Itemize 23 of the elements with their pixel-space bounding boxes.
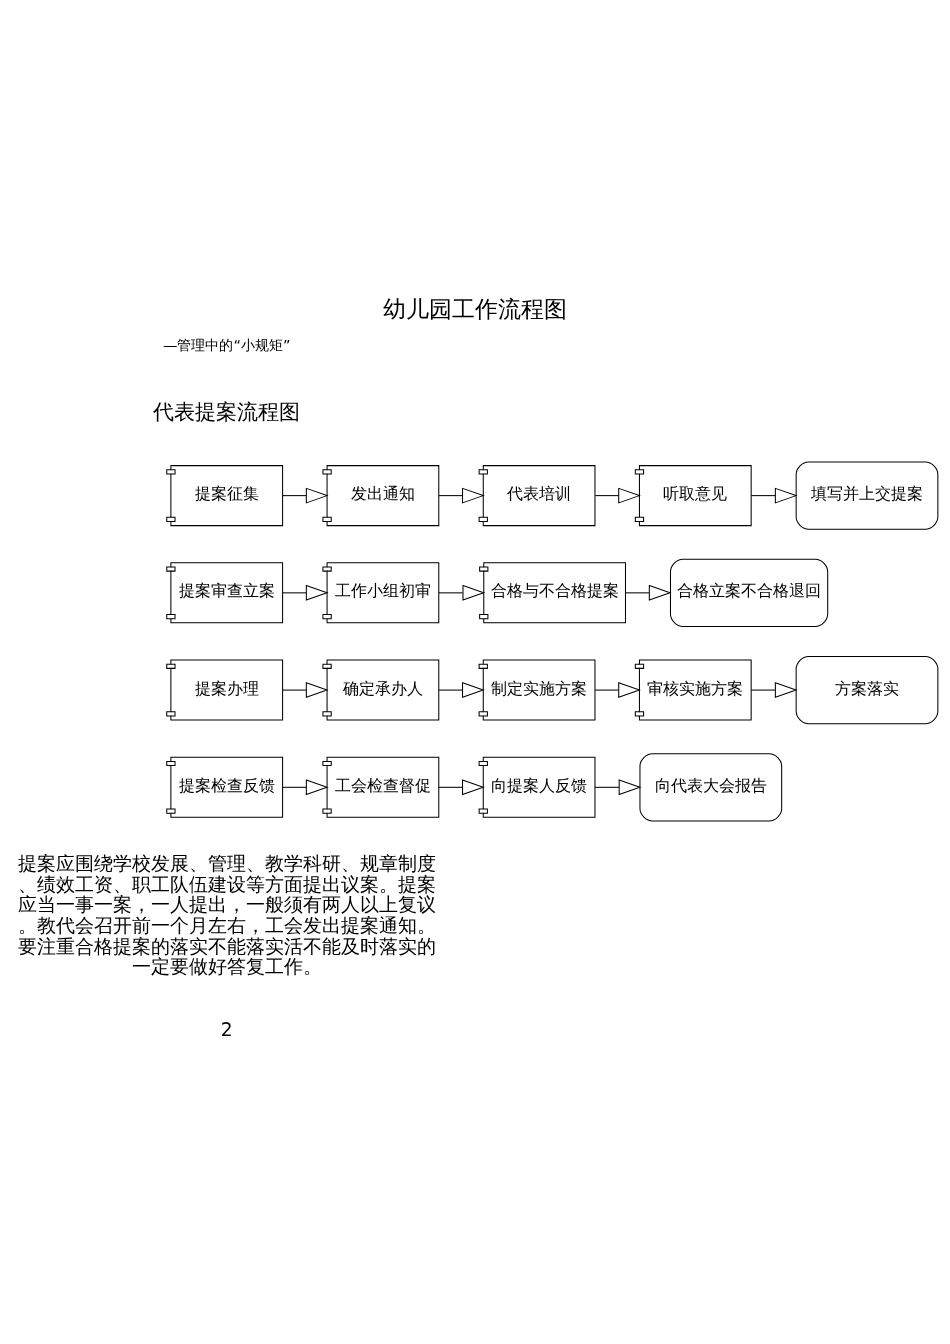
arrow — [281, 681, 329, 698]
label: 代表提案流程图 — [152, 399, 300, 424]
arrow — [281, 584, 329, 601]
diagram-title: 幼儿园工作流程图 — [383, 295, 567, 322]
arrow — [438, 487, 485, 504]
arrow — [437, 584, 485, 601]
arrow — [750, 487, 798, 504]
arrow — [594, 487, 641, 504]
node-box: 方案落实 — [795, 655, 938, 724]
arrow — [281, 487, 329, 504]
arrow — [438, 681, 485, 698]
arrow — [624, 584, 672, 601]
arrow — [750, 681, 798, 698]
arrow — [594, 681, 641, 698]
arrow — [281, 778, 329, 795]
label: —管理中的“小规矩” — [162, 336, 290, 353]
arrow — [594, 778, 641, 795]
arrow — [438, 778, 485, 795]
node-box: 合格立案不合格退回 — [669, 558, 828, 627]
label: 2 — [220, 1018, 233, 1040]
label: 提案应围绕学校发展、管理、教学科研、规章制度、绩效工资、职工队伍建设等方面提出议案。提案应当一事一案，一人提出，一般须有两人以上复议。教代会召开前一个月左右，工会发出提案通知。要注重合格提案的落实不能落实活不能及时落实的一定要做好答复工作。 — [17, 852, 436, 977]
node-box: 向代表大会报告 — [638, 752, 782, 821]
node-box: 填写并上交提案 — [795, 461, 938, 530]
